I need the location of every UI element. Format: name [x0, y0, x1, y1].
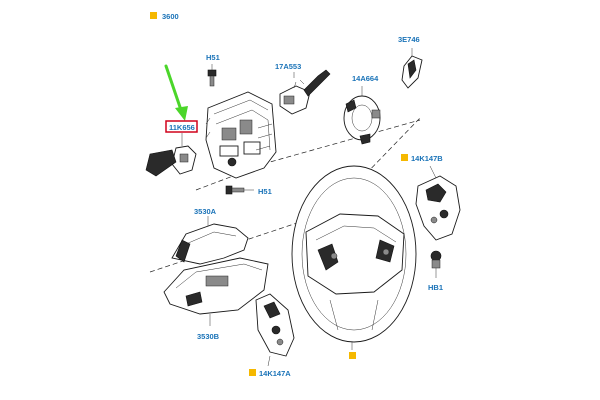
shroud-3530b	[163, 257, 269, 326]
label-11k656: 11K656	[169, 123, 195, 132]
label-3530b: 3530B	[197, 332, 220, 341]
label-14k147b: 14K147B	[411, 154, 443, 163]
plane-line-upper	[195, 119, 421, 191]
header-marker	[150, 12, 157, 19]
switch-pack-14k147a	[255, 293, 295, 367]
highlight-box-11k656	[165, 120, 198, 133]
label-3e746: 3E746	[398, 35, 420, 44]
screw-h51-top	[207, 64, 217, 87]
switch-pack-14k147b	[415, 165, 461, 241]
label-hb1: HB1	[428, 283, 443, 292]
paddle-3e746	[401, 48, 423, 89]
bolt-hb1	[430, 250, 442, 278]
shroud-3530a	[171, 216, 249, 265]
marker-14k147a	[249, 369, 256, 376]
marker-wheel	[349, 352, 356, 359]
wiper-switch	[279, 69, 331, 115]
switch-11k656	[145, 133, 197, 177]
label-17a553: 17A553	[275, 62, 301, 71]
steering-wheel	[291, 165, 417, 350]
label-h51-top: H51	[206, 53, 220, 62]
header-code: 3600	[162, 12, 179, 21]
label-14a664: 14A664	[352, 74, 379, 83]
label-h51-mid: H51	[258, 187, 272, 196]
clockspring-14a664	[343, 86, 381, 145]
screw-h51-mid	[225, 185, 254, 195]
marker-14k147b	[401, 154, 408, 161]
pointer-arrow	[164, 64, 188, 121]
column-module	[205, 91, 277, 179]
label-14k147a: 14K147A	[259, 369, 291, 378]
label-3530a: 3530A	[194, 207, 217, 216]
